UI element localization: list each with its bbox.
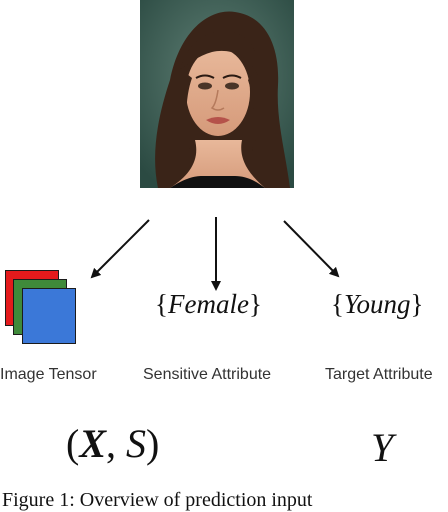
target-attribute-set: {Young} — [331, 289, 424, 319]
input-pair: (X, S) — [66, 421, 160, 466]
sensitive-attribute-label: Sensitive Attribute — [143, 366, 272, 383]
blue-channel — [22, 288, 76, 344]
variable-s: S — [126, 421, 147, 466]
sensitive-attribute-set: {Female} — [155, 289, 262, 319]
variable-y: Y — [371, 425, 394, 470]
image-tensor-label: Image Tensor — [0, 366, 97, 383]
target-attribute-value: Young — [343, 289, 411, 319]
arrow-to-target — [283, 220, 340, 278]
target-attribute-label: Target Attribute — [325, 366, 433, 383]
variable-x: X — [79, 421, 107, 466]
portrait-image — [140, 0, 294, 188]
figure-caption: Figure 1: Overview of prediction input — [2, 489, 313, 511]
portrait-photo-icon — [140, 0, 294, 188]
arrow-to-tensor — [90, 219, 150, 279]
sensitive-attribute-value: Female — [167, 289, 249, 319]
